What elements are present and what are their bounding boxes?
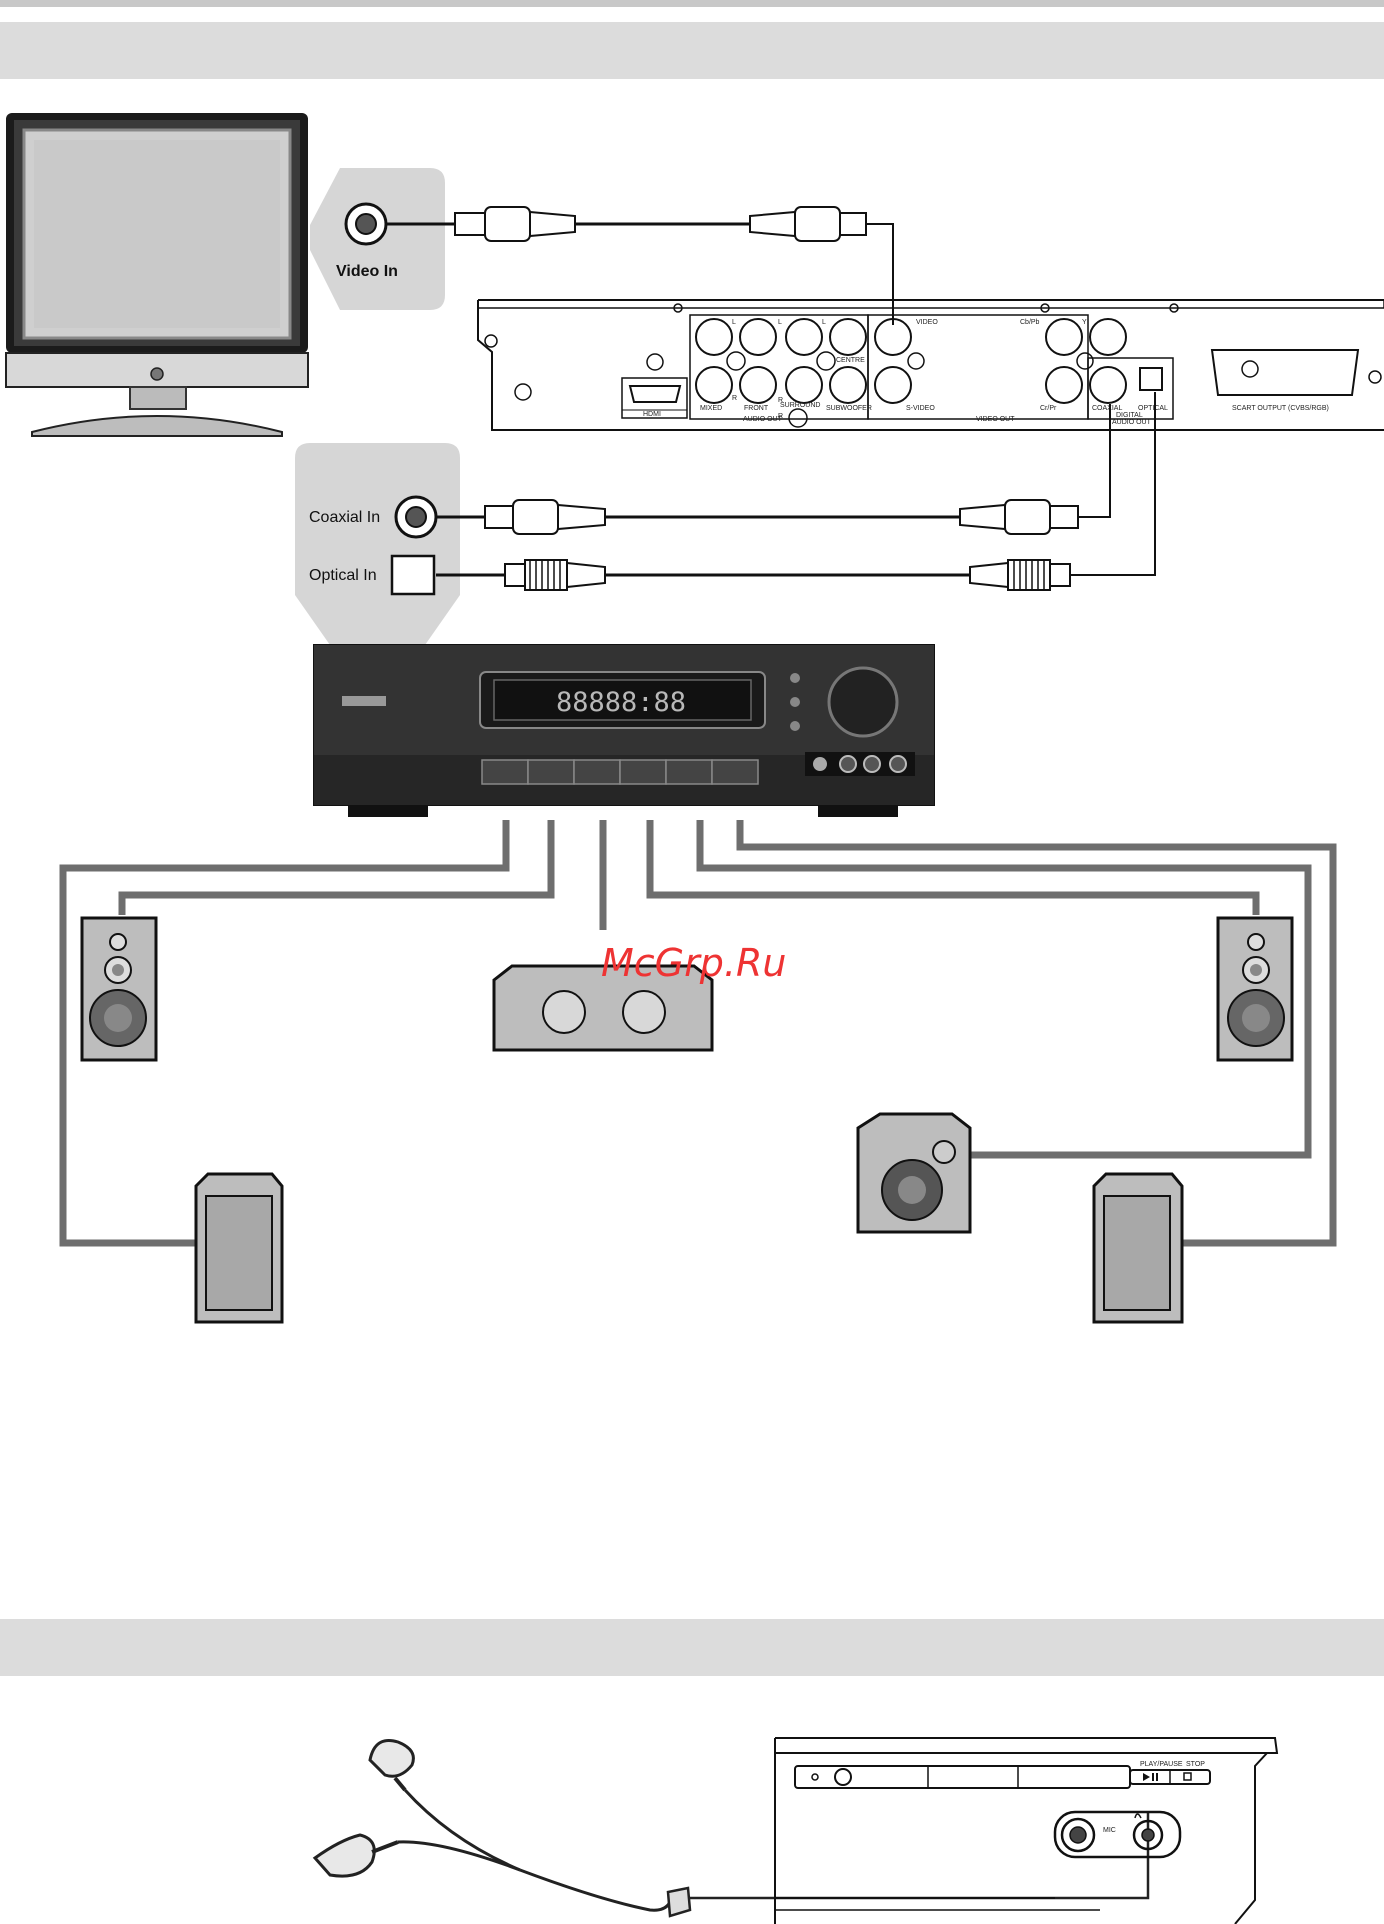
svg-text:Cb/Pb: Cb/Pb xyxy=(1020,319,1040,326)
svg-text:VIDEO: VIDEO xyxy=(916,319,938,326)
front-right-speaker-icon xyxy=(1218,918,1292,1060)
amplifier-icon xyxy=(314,645,934,817)
svg-text:SURROUND: SURROUND xyxy=(780,402,820,409)
svg-text:COAXIAL: COAXIAL xyxy=(1092,405,1122,412)
subwoofer-icon xyxy=(858,1114,970,1232)
optical-cable xyxy=(436,392,1155,590)
svg-text:S-VIDEO: S-VIDEO xyxy=(906,405,935,412)
svg-text:R: R xyxy=(732,395,737,402)
svg-text:Cr/Pr: Cr/Pr xyxy=(1040,405,1057,412)
amplifier-input-callout xyxy=(295,443,460,645)
svg-text:SUBWOOFER: SUBWOOFER xyxy=(826,405,872,412)
svg-text:VIDEO OUT: VIDEO OUT xyxy=(976,416,1015,423)
svg-text:AUDIO OUT: AUDIO OUT xyxy=(743,416,783,423)
video-in-label: Video In xyxy=(336,263,398,280)
svg-text:SCART OUTPUT (CVBS/RGB): SCART OUTPUT (CVBS/RGB) xyxy=(1232,405,1329,412)
tv-icon xyxy=(6,113,308,436)
svg-text:Y: Y xyxy=(1082,319,1087,326)
svg-text:HDMI: HDMI xyxy=(643,411,661,418)
svg-text:AUDIO OUT: AUDIO OUT xyxy=(1112,419,1152,426)
stop-icon xyxy=(1184,1773,1191,1780)
svg-text:L: L xyxy=(732,319,736,326)
svg-text:STOP: STOP xyxy=(1186,1761,1205,1768)
svg-text:L: L xyxy=(822,319,826,326)
svg-text:L: L xyxy=(778,319,782,326)
optical-in-label: Optical In xyxy=(309,567,377,584)
svg-text:CENTRE: CENTRE xyxy=(836,357,865,364)
svg-text:FRONT: FRONT xyxy=(744,405,769,412)
svg-text:DIGITAL: DIGITAL xyxy=(1116,412,1143,419)
amplifier-display: 88888:88 xyxy=(556,687,686,718)
surround-left-speaker-icon xyxy=(196,1174,282,1322)
coaxial-cable xyxy=(436,404,1110,534)
play-pause-icon xyxy=(1143,1773,1158,1781)
svg-text:MIC: MIC xyxy=(1103,1827,1116,1834)
front-left-speaker-icon xyxy=(82,918,156,1060)
surround-right-speaker-icon xyxy=(1094,1174,1182,1322)
optical-in-jack xyxy=(392,556,434,594)
svg-text:PLAY/PAUSE: PLAY/PAUSE xyxy=(1140,1761,1183,1768)
coaxial-in-label: Coaxial In xyxy=(309,509,380,526)
svg-text:OPTICAL: OPTICAL xyxy=(1138,405,1168,412)
svg-text:MIXED: MIXED xyxy=(700,405,722,412)
watermark: McGrp.Ru xyxy=(601,941,786,985)
